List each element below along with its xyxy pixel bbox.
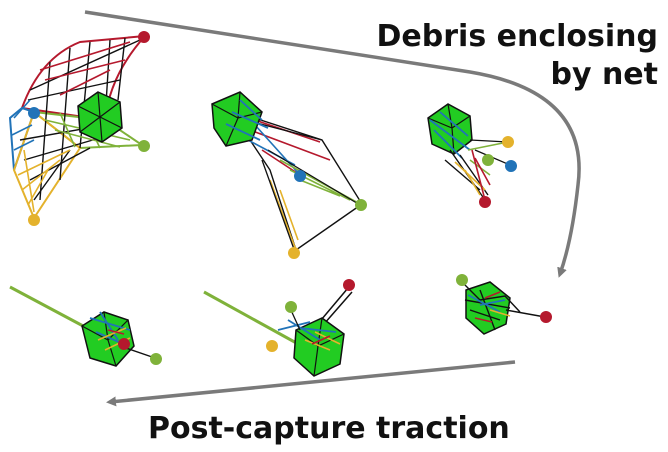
corner-mass-red [343,279,355,291]
stage3-net-closing [427,103,517,208]
corner-mass-green [456,274,468,286]
corner-mass-blue [294,170,306,182]
corner-mass-red [540,311,552,323]
corner-mass-green [138,140,150,152]
flow-arrow-traction [106,360,516,407]
corner-mass-yellow [266,340,278,352]
corner-mass-red [118,338,130,350]
stage4-net-closed [456,274,552,335]
corner-mass-yellow [288,247,300,259]
corner-mass-green [285,301,297,313]
label-post-capture-traction: Post-capture traction [148,411,510,446]
corner-mass-yellow [28,214,40,226]
debris-icon [77,91,123,143]
debris-icon [465,281,511,335]
label-debris-enclosing: Debris enclosing by net [377,18,658,94]
label-enclosing-line1: Debris enclosing [376,19,658,54]
tether [203,290,301,347]
corner-mass-green [150,353,162,365]
stage5-traction-start [203,279,355,377]
stage2-net-wrapping [211,91,367,259]
debris-icon [211,91,263,147]
corner-mass-green [482,154,494,166]
corner-mass-blue [28,107,40,119]
stage6-towing [9,285,162,367]
corner-mass-green [355,199,367,211]
debris-icon [293,317,345,377]
corner-mass-red [138,31,150,43]
corner-mass-red [479,196,491,208]
corner-mass-yellow [502,136,514,148]
corner-mass-blue [505,160,517,172]
flow-arrow-enclosing [84,10,581,278]
label-enclosing-line2: by net [550,57,658,92]
stage1-net-deploying [8,31,150,226]
